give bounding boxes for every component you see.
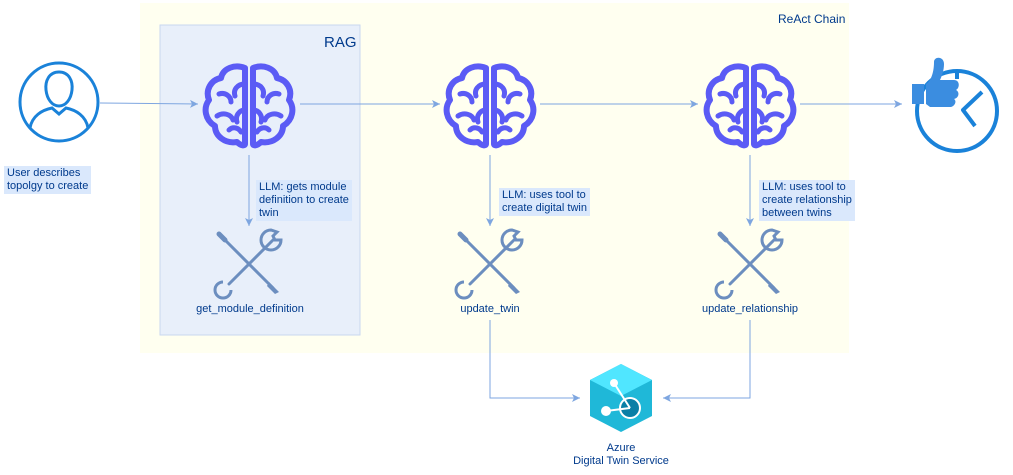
step-note: LLM: uses tool to create relationship be… bbox=[759, 180, 855, 221]
azure-arrow bbox=[663, 320, 751, 402]
azure-digital-twins-icon bbox=[590, 364, 652, 432]
rag-title: RAG bbox=[324, 34, 357, 51]
step-note: LLM: uses tool to create digital twin bbox=[499, 188, 590, 216]
tool-label: update_relationship bbox=[701, 303, 799, 315]
user-icon bbox=[18, 61, 100, 143]
flow-arrow bbox=[99, 99, 199, 108]
react-chain-title: ReAct Chain bbox=[778, 12, 846, 26]
user-caption: User describes topolgy to create bbox=[4, 166, 92, 194]
azure-arrow bbox=[489, 320, 580, 402]
step-note: LLM: gets module definition to create tw… bbox=[256, 180, 352, 221]
tool-label: get_module_definition bbox=[196, 303, 304, 315]
azure-caption: Azure Digital Twin Service bbox=[573, 442, 669, 467]
tool-label: update_twin bbox=[460, 303, 520, 315]
thumbs-up-timer-icon bbox=[912, 57, 999, 153]
